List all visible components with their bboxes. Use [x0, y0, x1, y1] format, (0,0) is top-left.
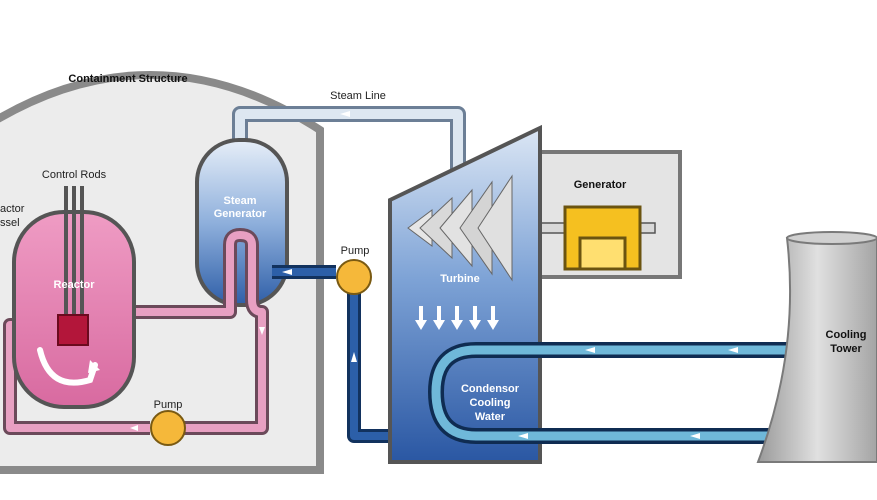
reactor-label: Reactor: [54, 279, 96, 291]
primary-pump: [150, 410, 186, 446]
reactor-core: [57, 314, 89, 346]
cooling-tower-label-2: Tower: [830, 343, 862, 355]
turbine-housing: [388, 124, 542, 464]
steam-generator-vessel: [195, 138, 289, 307]
pump-top-label: Pump: [341, 245, 370, 257]
control-rods-label: Control Rods: [42, 169, 107, 181]
cooling-water-loop: [428, 342, 800, 444]
steam-line-label: Steam Line: [330, 90, 386, 102]
feedwater-pump: [336, 259, 372, 295]
generator-label: Generator: [574, 179, 627, 191]
reactor-vessel-label-2: ssel: [0, 217, 20, 229]
steam-flow-arrow: [340, 111, 350, 117]
cooling-tower: [756, 237, 877, 463]
steam-flow-arrows: [415, 306, 499, 330]
control-rods: [64, 186, 84, 326]
steam-generator-label-1: Steam: [223, 195, 256, 207]
condenser-label-1: Condensor: [461, 383, 520, 395]
reactor-flow-arrow: [37, 347, 98, 386]
cooling-tower-label-1: Cooling: [826, 329, 867, 341]
condenser-label-2: Cooling: [470, 397, 511, 409]
pump-bottom-label: Pump: [154, 399, 183, 411]
steam-generator-label-2: Generator: [214, 208, 267, 220]
turbine-blades: [407, 174, 513, 282]
reactor-vessel-label-1: actor: [0, 203, 25, 215]
containment-label: Containment Structure: [68, 73, 187, 85]
condenser-label-3: Water: [475, 411, 506, 423]
turbine-label: Turbine: [440, 273, 480, 285]
